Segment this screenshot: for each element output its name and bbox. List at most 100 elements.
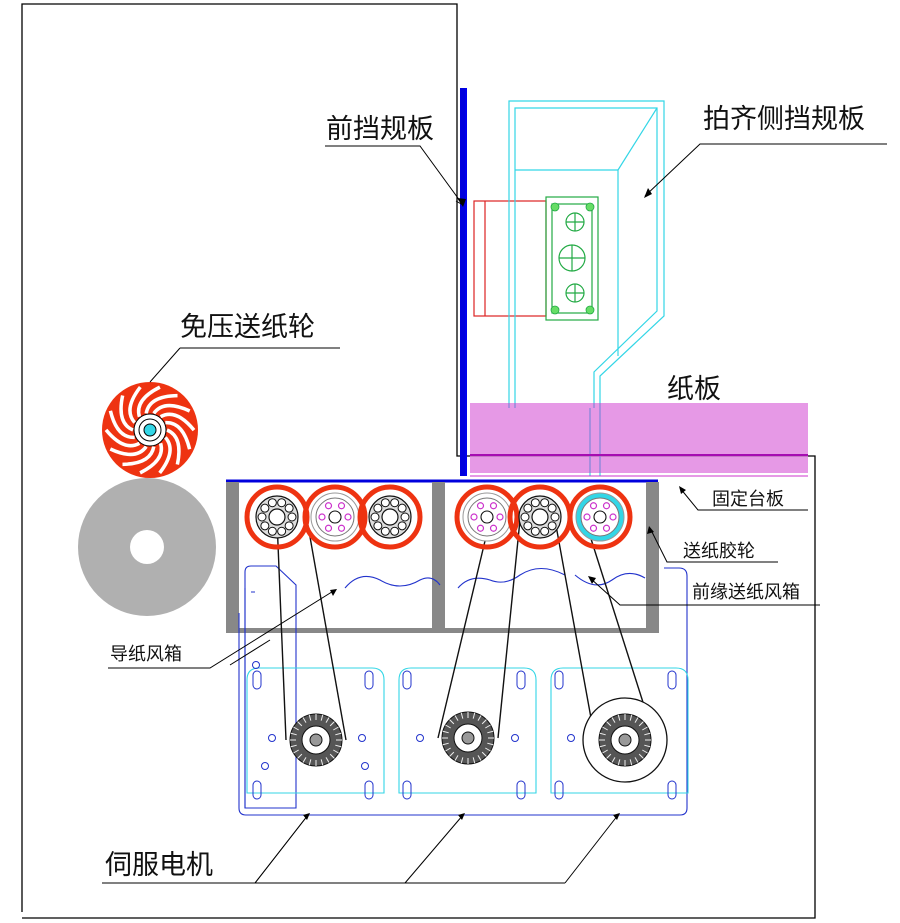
bearing-ball [284, 503, 294, 513]
wheel-bolt [476, 524, 485, 532]
pulley-tooth [445, 724, 451, 729]
bearing-ball [267, 498, 277, 508]
pulley-tooth [487, 730, 494, 734]
wheel-bolt [324, 502, 333, 510]
mount-hole [416, 734, 424, 742]
pulley-tooth [606, 721, 612, 727]
pulley-tooth [308, 714, 312, 721]
wheel-vane [152, 403, 191, 415]
bearing-ball [277, 526, 287, 536]
label-front-stop: 前挡规板 [326, 114, 434, 145]
wheel-vane [159, 412, 196, 432]
bearing-ball [550, 512, 560, 522]
rubber-wheel [567, 484, 633, 550]
wheel-bolt [318, 513, 326, 521]
wheel-bolt [589, 502, 598, 510]
wheel-axle [143, 423, 157, 437]
pulley-tooth [485, 724, 491, 729]
wheel-vane [166, 428, 181, 465]
rubber-wheel [454, 484, 520, 550]
pulley-tooth [638, 721, 644, 727]
pulley-tooth [335, 732, 342, 736]
belt-strand [306, 519, 347, 741]
slot [667, 780, 677, 800]
slot [364, 670, 374, 690]
belt-strand [554, 519, 596, 741]
pulley-tooth [481, 751, 487, 757]
leader-arrows [303, 188, 686, 820]
pulley-tooth [293, 749, 299, 754]
pulley-tooth [606, 753, 612, 759]
drive-belts [276, 519, 668, 783]
pulley-tooth [454, 715, 459, 721]
bearing-ball [530, 526, 540, 536]
leader-lines [102, 143, 887, 884]
wheel-vane [122, 446, 156, 467]
pulley-tooth [290, 732, 297, 736]
pulley-tooth [320, 759, 324, 766]
bearing-ball [390, 526, 400, 536]
wheel-vane [165, 420, 192, 450]
pulley-tooth [449, 719, 455, 725]
bearing-ball [257, 512, 267, 522]
mounting-slots [252, 661, 677, 800]
motor-shaft [618, 733, 632, 747]
pulley-tooth [329, 753, 335, 759]
pulley-tooth [293, 726, 299, 731]
slot [516, 780, 526, 800]
pulley-tooth [302, 717, 307, 723]
belt-strand [276, 519, 287, 741]
pulley-tooth [335, 744, 342, 748]
pulley-tooth [599, 744, 606, 748]
pulley-tooth [638, 753, 644, 759]
mount-hole [252, 661, 260, 669]
mount-hole [261, 762, 269, 770]
wheel-vane [119, 395, 134, 432]
label-rubber-wheel: 送纸胶轮 [683, 541, 755, 562]
pulley-tooth [611, 757, 616, 763]
pulley-tooth [325, 757, 330, 763]
bearing-bore [531, 508, 549, 526]
pulley-tooth [329, 721, 335, 727]
motor-shaft [461, 731, 475, 745]
mount-hole [511, 734, 519, 742]
bearing-bore [381, 508, 399, 526]
pulley-tooth [460, 757, 464, 764]
cardboard-stack [470, 403, 808, 473]
mount-hole [268, 734, 276, 742]
pulley-tooth [602, 726, 608, 731]
bearing-bore [268, 508, 286, 526]
wheel-bolt [337, 524, 346, 532]
bearing-ball [267, 526, 277, 536]
label-guide-box: 导纸风箱 [110, 644, 182, 665]
wheel-bolt [602, 524, 611, 532]
pulley-tooth [445, 747, 451, 752]
belt-strand [437, 519, 491, 739]
bearing-ball [287, 512, 297, 522]
slot [252, 670, 262, 690]
rubber-wheel [357, 484, 423, 550]
bearing-ball [380, 526, 390, 536]
pulley-tooth [333, 726, 339, 731]
label-servo-motor: 伺服电机 [105, 850, 213, 881]
wheel-bolt [496, 513, 504, 521]
feed-wheels [244, 484, 633, 550]
bearing-ball [370, 512, 380, 522]
pulley-tooth [617, 759, 621, 766]
bearing-ball [523, 503, 533, 513]
wheel-bolt [589, 524, 598, 532]
motor-housing [550, 667, 689, 794]
pulley-tooth [634, 717, 639, 723]
wheel-vane [144, 393, 178, 414]
pulley-tooth [454, 755, 459, 761]
slot [402, 780, 412, 800]
pulley-tooth [485, 747, 491, 752]
motor-housing [246, 667, 385, 794]
bearing-ball [373, 503, 383, 513]
red-bracket [473, 200, 547, 317]
wheel-bolt [489, 524, 498, 532]
wheel-vane [136, 385, 161, 418]
slot [252, 780, 262, 800]
pulley-tooth [302, 757, 307, 763]
